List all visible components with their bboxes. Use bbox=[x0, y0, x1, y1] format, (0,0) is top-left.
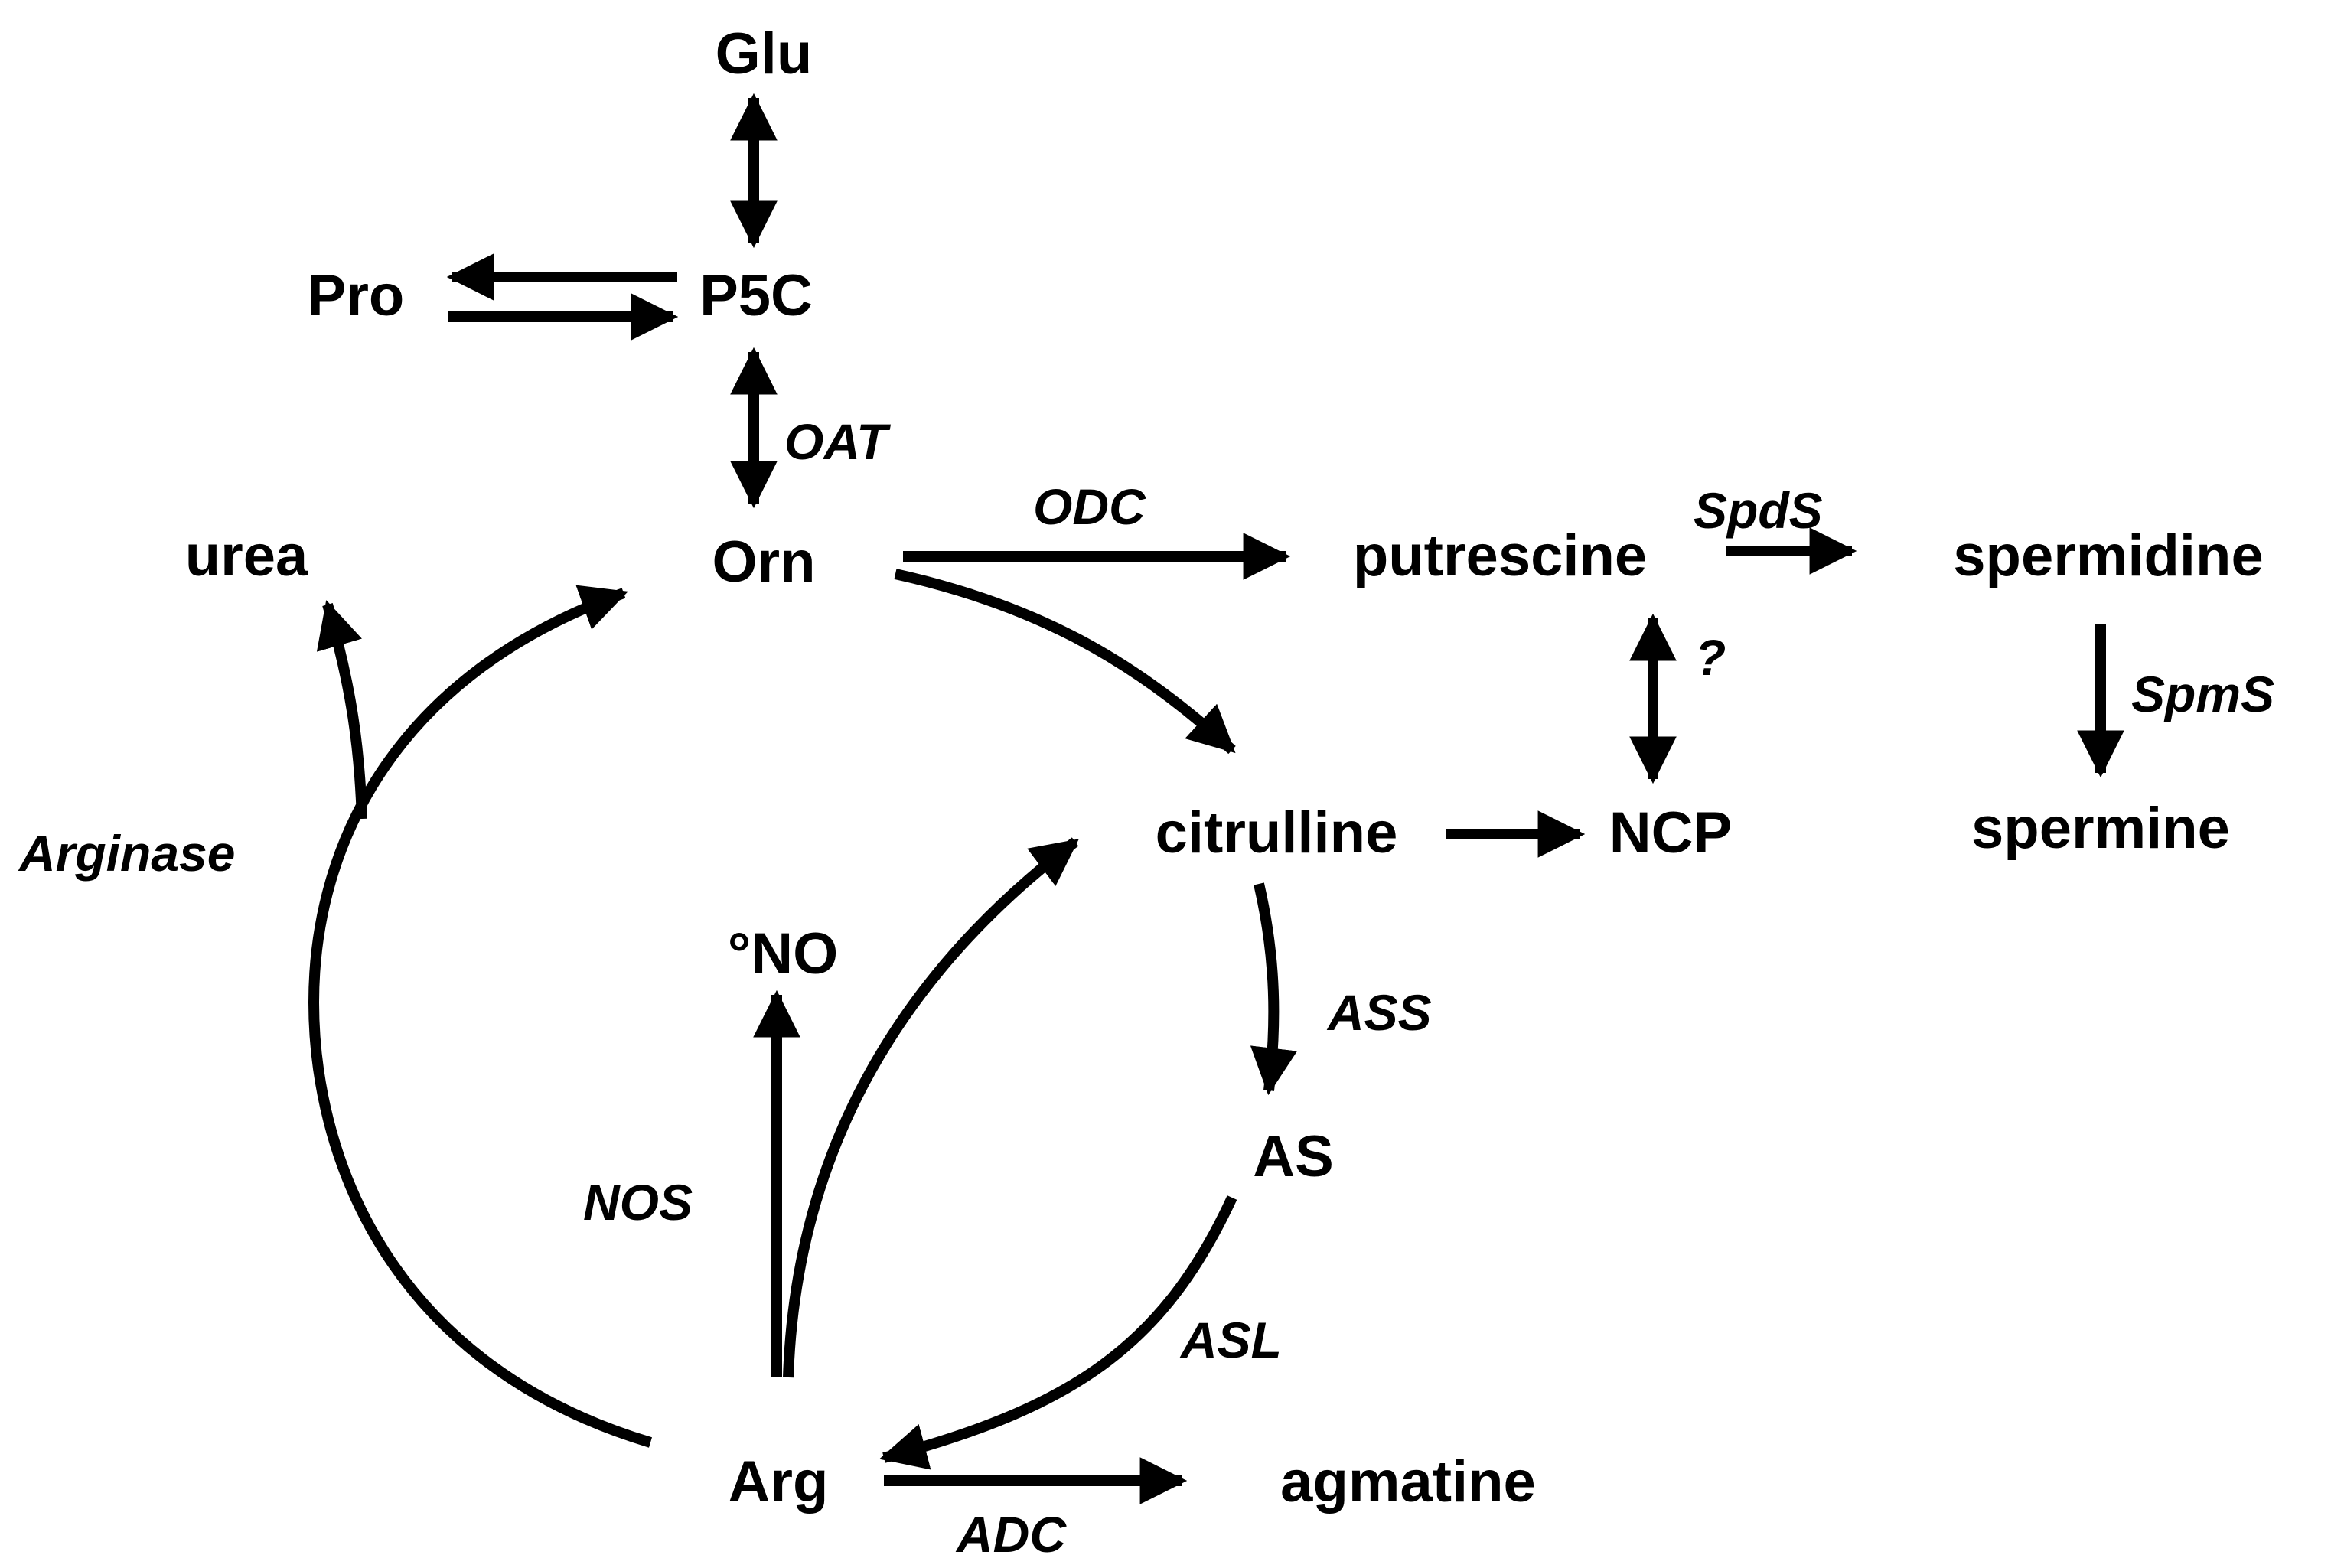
as-label: AS bbox=[1253, 1124, 1334, 1189]
arrow-arg-orn-arginase bbox=[308, 585, 653, 1448]
spds-enzyme-label: SpdS bbox=[1694, 482, 1823, 539]
arrow-arginase-urea bbox=[316, 600, 367, 820]
spermine-label: spermine bbox=[1971, 796, 2230, 861]
nitric-oxide-label: °NO bbox=[728, 921, 838, 986]
odc-enzyme-label: ODC bbox=[1033, 478, 1146, 535]
ass-enzyme-label: ASS bbox=[1326, 984, 1432, 1041]
pro-label: Pro bbox=[308, 263, 405, 328]
nos-enzyme-label: NOS bbox=[583, 1174, 693, 1231]
unknown-enzyme-label: ? bbox=[1695, 629, 1726, 686]
orn-label: Orn bbox=[712, 530, 815, 595]
urea-label: urea bbox=[185, 523, 308, 588]
arrow-arg-citrulline bbox=[783, 837, 1079, 1378]
citrulline-label: citrulline bbox=[1156, 800, 1398, 865]
p5c-label: P5C bbox=[699, 263, 813, 328]
arrow-orn-citrulline bbox=[894, 569, 1236, 755]
adc-enzyme-label: ADC bbox=[955, 1506, 1067, 1563]
oat-enzyme-label: OAT bbox=[784, 413, 891, 470]
spermidine-label: spermidine bbox=[1953, 523, 2263, 588]
ncp-label: NCP bbox=[1609, 800, 1732, 865]
arrow-citrulline-as bbox=[1250, 882, 1298, 1096]
putrescine-label: putrescine bbox=[1353, 523, 1647, 588]
arginase-enzyme-label: Arginase bbox=[18, 825, 235, 882]
arrow-as-arg bbox=[879, 1195, 1237, 1470]
arg-label: Arg bbox=[729, 1449, 829, 1514]
agmatine-label: agmatine bbox=[1280, 1449, 1536, 1514]
spms-enzyme-label: SpmS bbox=[2131, 666, 2274, 722]
asl-enzyme-label: ASL bbox=[1179, 1312, 1282, 1368]
glu-label: Glu bbox=[716, 21, 813, 86]
